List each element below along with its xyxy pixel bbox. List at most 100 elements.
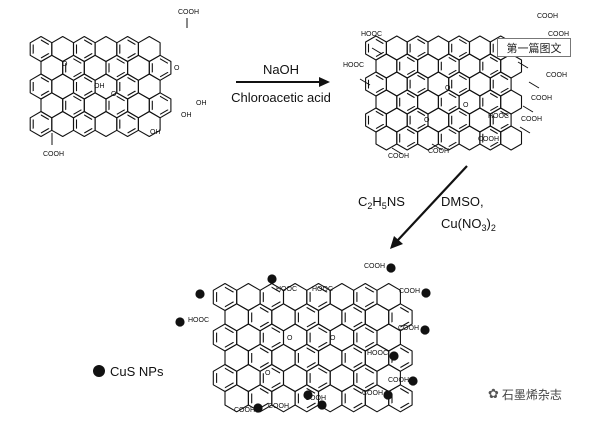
double-bond — [482, 56, 499, 76]
wechat-icon: ✿ — [488, 387, 499, 402]
aromatic-ring — [127, 92, 150, 119]
aromatic-ring — [376, 282, 401, 312]
cus-nanoparticle — [389, 351, 399, 361]
cooh-group: COOH — [428, 148, 449, 155]
epoxide-oxygen: O — [111, 91, 117, 98]
reaction-arrow-1 — [236, 77, 330, 87]
double-bond — [440, 92, 457, 112]
cus-nanoparticle — [195, 289, 205, 299]
aromatic-ring — [236, 363, 261, 393]
ether-oxygen: O — [445, 85, 451, 92]
bond — [431, 143, 443, 151]
cus-nanoparticle — [303, 390, 313, 400]
double-bond — [309, 327, 328, 348]
aromatic-ring — [94, 110, 118, 138]
double-bond — [451, 38, 468, 58]
hooc-group: HOOC — [312, 286, 333, 293]
aromatic-ring — [137, 110, 161, 138]
bond — [522, 105, 534, 113]
double-bond — [65, 58, 82, 78]
article-badge[interactable]: 第一篇图文 — [497, 38, 571, 57]
aromatic-ring — [364, 343, 390, 372]
double-bond — [75, 39, 93, 59]
reagent-dmso: DMSO, — [441, 194, 484, 209]
epoxide-oxygen: O — [62, 61, 68, 68]
hydroxyl-group: OH — [150, 129, 161, 136]
aromatic-ring — [376, 323, 401, 352]
cooh-group: COOH — [43, 151, 64, 158]
double-bond — [297, 306, 316, 328]
double-bond — [356, 367, 375, 389]
aromatic-ring — [271, 343, 296, 372]
aromatic-ring — [83, 92, 107, 119]
double-bond — [65, 95, 82, 115]
double-bond — [251, 306, 270, 328]
double-bond — [492, 74, 509, 94]
aromatic-ring — [317, 303, 343, 332]
cooh-group: COOH — [537, 13, 558, 20]
double-bond — [262, 286, 281, 308]
cus-nanoparticle — [386, 263, 396, 273]
double-bond — [216, 286, 234, 308]
cooh-group: COOH — [178, 9, 199, 16]
double-bond — [409, 74, 426, 94]
aromatic-ring — [224, 343, 249, 372]
cooh-group: COOH — [234, 407, 255, 414]
cus-nanoparticle-legend-marker — [93, 365, 105, 377]
aromatic-ring — [224, 303, 249, 332]
cooh-group: COOH — [398, 325, 419, 332]
epoxide-oxygen: O — [174, 65, 180, 72]
ether-oxygen: O — [287, 335, 293, 342]
cooh-group: COOH — [548, 31, 569, 38]
cus-nanoparticle — [317, 400, 327, 410]
double-bond — [356, 286, 375, 308]
bond — [519, 126, 531, 134]
cus-nanoparticle — [253, 403, 263, 413]
bond — [391, 147, 403, 155]
hooc-group: HOOC — [188, 317, 209, 324]
ether-oxygen: O — [463, 102, 469, 109]
hooc-group: HOOC — [488, 113, 509, 120]
double-bond — [32, 76, 50, 97]
aromatic-ring — [329, 363, 355, 393]
double-bond — [262, 327, 281, 348]
double-bond — [251, 347, 270, 369]
aromatic-ring — [271, 303, 296, 332]
bond — [371, 47, 383, 55]
hydroxyl-group: OH — [196, 100, 207, 107]
legend-cus-nps: CuS NPs — [110, 364, 164, 379]
hooc-group: HOOC — [367, 350, 388, 357]
double-bond — [32, 39, 50, 59]
double-bond — [367, 74, 385, 94]
double-bond — [344, 347, 363, 369]
double-bond — [356, 327, 375, 348]
double-bond — [344, 387, 363, 409]
aromatic-ring — [500, 125, 523, 151]
cooh-group: COOH — [399, 288, 420, 295]
cooh-group: COOH — [388, 377, 409, 384]
aromatic-ring — [458, 125, 481, 151]
hydroxyl-group: OH — [94, 83, 105, 90]
cus-nanoparticle — [421, 288, 431, 298]
hooc-group: HOOC — [343, 62, 364, 69]
double-bond — [391, 387, 410, 409]
double-bond — [409, 38, 426, 58]
double-bond — [440, 56, 457, 76]
hooc-group: HOOC — [276, 286, 297, 293]
reagent-copper-nitrate: Cu(NO3)2 — [441, 216, 496, 233]
aromatic-ring — [127, 54, 150, 81]
double-bond — [297, 347, 316, 369]
ether-oxygen: O — [330, 335, 336, 342]
cooh-group: COOH — [364, 263, 385, 270]
cooh-group: COOH — [268, 403, 289, 410]
cus-nanoparticle — [420, 325, 430, 335]
double-bond — [108, 95, 126, 115]
bond — [517, 61, 529, 69]
hooc-group: HOOC — [361, 31, 382, 38]
double-bond — [399, 56, 416, 76]
bond — [359, 78, 371, 86]
aromatic-ring — [329, 282, 355, 312]
double-bond — [262, 367, 281, 389]
cooh-group: COOH — [521, 116, 542, 123]
cus-nanoparticle — [267, 274, 277, 284]
